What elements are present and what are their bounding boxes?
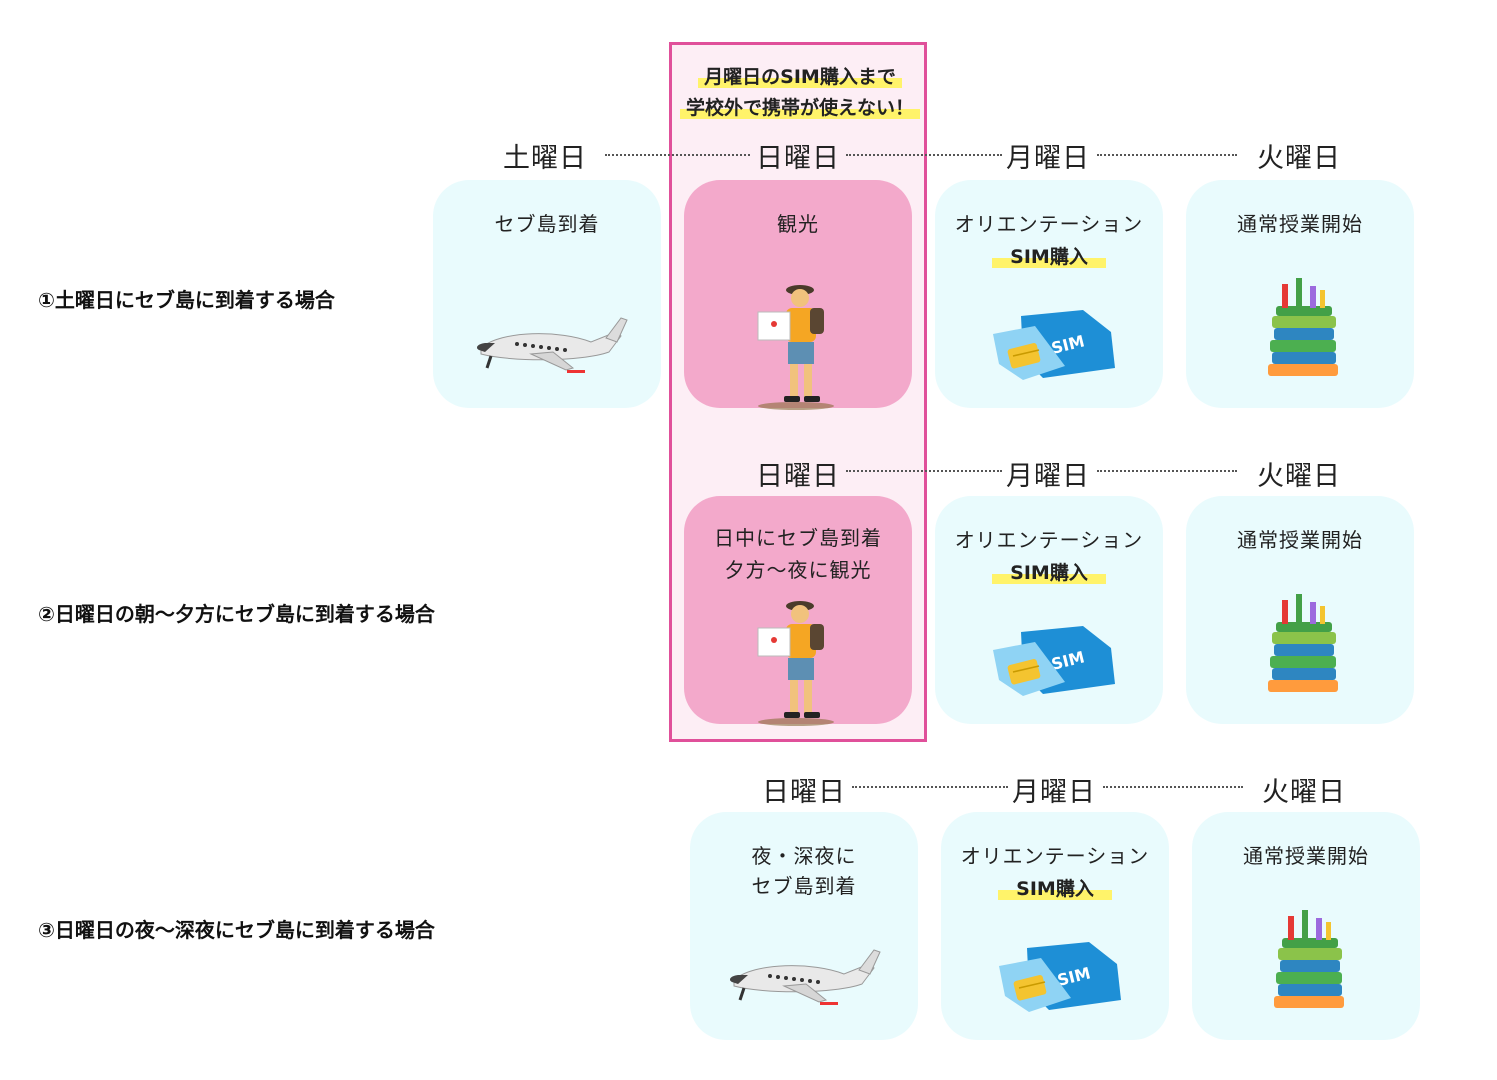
- sim-card-icon: [992, 309, 1116, 381]
- card-text: オリエンテーション: [954, 212, 1144, 236]
- card-text: セブ島到着: [494, 212, 600, 236]
- banner-line-1: 月曜日のSIM購入まで: [655, 62, 945, 89]
- sim-purchase-label: SIM購入: [941, 874, 1169, 901]
- card-orientation: オリエンテーション SIM購入: [941, 812, 1169, 1040]
- card-classes: 通常授業開始: [1186, 496, 1414, 724]
- day-label: 火曜日: [1257, 143, 1341, 174]
- airplane-icon: [728, 948, 882, 1007]
- sim-purchase-label: SIM購入: [935, 242, 1163, 269]
- card-text: 観光: [777, 212, 819, 236]
- day-label: 土曜日: [503, 143, 587, 174]
- card-sightseeing: 観光: [684, 180, 912, 410]
- card-text: オリエンテーション: [960, 844, 1150, 868]
- card-daytime-arrival: 日中にセブ島到着 夕方〜夜に観光: [684, 496, 912, 726]
- timeline-dots: [1097, 154, 1237, 156]
- card-classes: 通常授業開始: [1186, 180, 1414, 408]
- row-label: ③日曜日の夜〜深夜にセブ島に到着する場合: [38, 918, 435, 942]
- day-label: 日曜日: [762, 777, 846, 808]
- timeline-dots: [1097, 470, 1237, 472]
- timeline-dots: [846, 470, 1002, 472]
- timeline-dots: [1103, 786, 1243, 788]
- row-label: ②日曜日の朝〜夕方にセブ島に到着する場合: [38, 602, 435, 626]
- day-label: 月曜日: [1006, 461, 1090, 492]
- day-label: 火曜日: [1262, 777, 1346, 808]
- card-classes: 通常授業開始: [1192, 812, 1420, 1040]
- card-text: オリエンテーション: [954, 528, 1144, 552]
- books-icon: [1274, 910, 1344, 1008]
- card-text: 通常授業開始: [1243, 844, 1369, 868]
- timeline-dots: [852, 786, 1008, 788]
- day-label: 火曜日: [1257, 461, 1341, 492]
- day-label: 日曜日: [756, 143, 840, 174]
- day-label: 月曜日: [1006, 143, 1090, 174]
- day-label: 月曜日: [1012, 777, 1096, 808]
- card-orientation: オリエンテーション SIM購入: [935, 180, 1163, 408]
- sim-purchase-label: SIM購入: [935, 558, 1163, 585]
- traveler-icon: [757, 284, 835, 410]
- card-text: 通常授業開始: [1237, 528, 1363, 552]
- books-icon: [1268, 594, 1338, 692]
- row-label: ①土曜日にセブ島に到着する場合: [38, 288, 335, 312]
- card-text: 夕方〜夜に観光: [724, 558, 872, 582]
- card-arrival: セブ島到着: [433, 180, 661, 408]
- day-label: 日曜日: [756, 461, 840, 492]
- card-text: 夜・深夜に: [751, 844, 857, 868]
- airplane-icon: [475, 316, 629, 375]
- card-text: 日中にセブ島到着: [714, 526, 882, 550]
- card-orientation: オリエンテーション SIM購入: [935, 496, 1163, 724]
- sim-card-icon: [998, 941, 1122, 1013]
- card-night-arrival: 夜・深夜に セブ島到着: [690, 812, 918, 1040]
- card-text: セブ島到着: [751, 874, 857, 898]
- timeline-dots: [846, 154, 1002, 156]
- card-text: 通常授業開始: [1237, 212, 1363, 236]
- sim-card-icon: [992, 625, 1116, 697]
- timeline-dots: [605, 154, 750, 156]
- banner-line-2: 学校外で携帯が使えない！: [655, 93, 945, 120]
- books-icon: [1268, 278, 1338, 376]
- traveler-icon: [757, 600, 835, 726]
